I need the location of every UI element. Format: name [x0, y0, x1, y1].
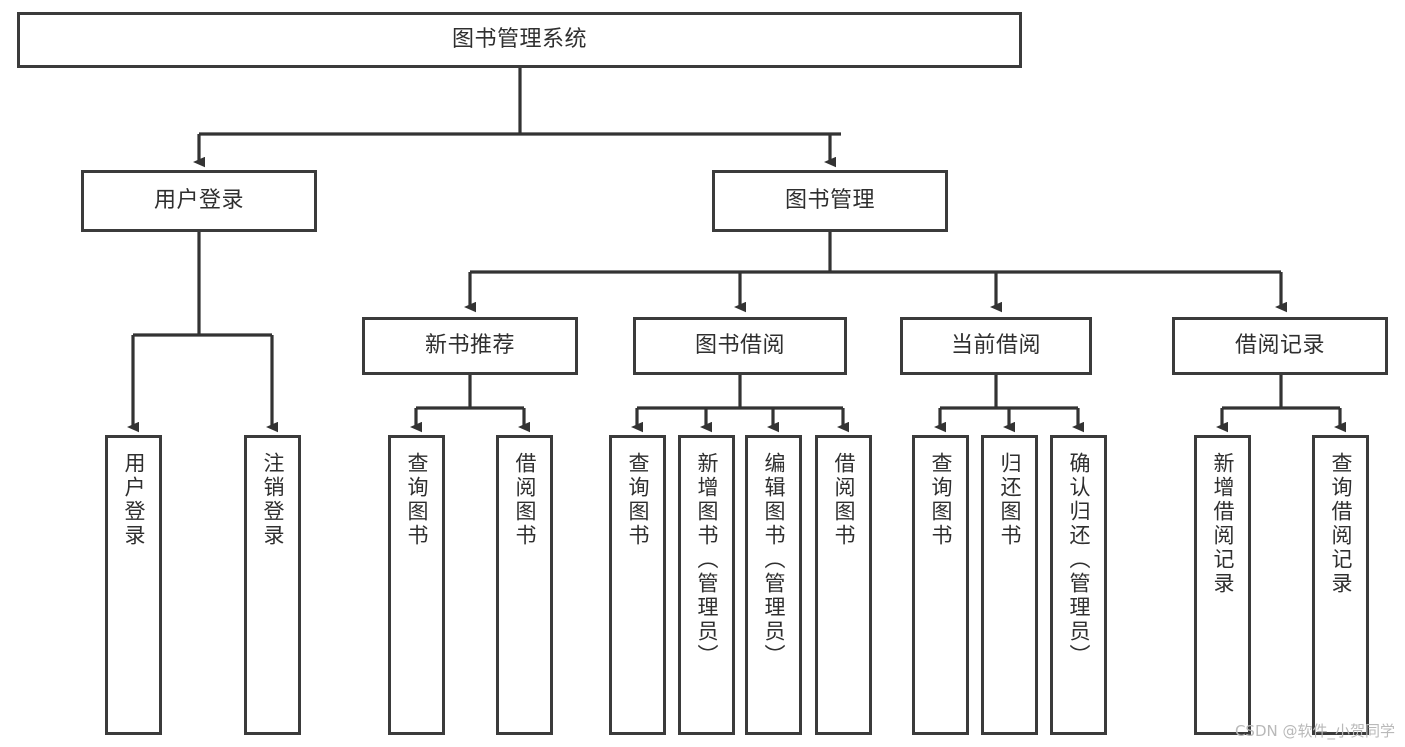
- leaf-confirm-return-label: 确认归还（管理员）: [1067, 452, 1091, 668]
- leaf-return-book[interactable]: 归还图书: [981, 435, 1038, 735]
- node-user-login-label: 用户登录: [153, 188, 244, 214]
- leaf-query-book-1[interactable]: 查询图书: [388, 435, 445, 735]
- leaf-user-login-label: 用户登录: [122, 452, 146, 548]
- node-book-management-label: 图书管理: [784, 188, 875, 214]
- leaf-query-book-1-label: 查询图书: [405, 452, 429, 548]
- leaf-edit-book[interactable]: 编辑图书（管理员）: [745, 435, 802, 735]
- leaf-query-book-3[interactable]: 查询图书: [912, 435, 969, 735]
- leaf-borrow-book-2[interactable]: 借阅图书: [815, 435, 872, 735]
- node-book-borrow[interactable]: 图书借阅: [633, 317, 847, 375]
- node-root[interactable]: 图书管理系统: [17, 12, 1022, 68]
- node-root-label: 图书管理系统: [451, 27, 587, 53]
- node-user-login[interactable]: 用户登录: [81, 170, 317, 232]
- node-book-borrow-label: 图书借阅: [694, 333, 785, 359]
- leaf-add-record-label: 新增借阅记录: [1211, 452, 1235, 596]
- leaf-query-book-3-label: 查询图书: [929, 452, 953, 548]
- leaf-add-record[interactable]: 新增借阅记录: [1194, 435, 1251, 735]
- leaf-query-book-2-label: 查询图书: [626, 452, 650, 548]
- leaf-query-record-label: 查询借阅记录: [1329, 452, 1353, 596]
- leaf-borrow-book-2-label: 借阅图书: [832, 452, 856, 548]
- leaf-borrow-book-1[interactable]: 借阅图书: [496, 435, 553, 735]
- leaf-query-record[interactable]: 查询借阅记录: [1312, 435, 1369, 735]
- leaf-query-book-2[interactable]: 查询图书: [609, 435, 666, 735]
- leaf-logout-login[interactable]: 注销登录: [244, 435, 301, 735]
- csdn-watermark: CSDN @软件_小贺同学: [1234, 722, 1395, 740]
- leaf-user-login[interactable]: 用户登录: [105, 435, 162, 735]
- node-current-borrow-label: 当前借阅: [950, 333, 1041, 359]
- node-borrow-record-label: 借阅记录: [1234, 333, 1325, 359]
- leaf-logout-login-label: 注销登录: [261, 452, 285, 548]
- node-new-book-recommend-label: 新书推荐: [424, 333, 515, 359]
- leaf-edit-book-label: 编辑图书（管理员）: [762, 452, 786, 668]
- node-current-borrow[interactable]: 当前借阅: [900, 317, 1092, 375]
- leaf-confirm-return[interactable]: 确认归还（管理员）: [1050, 435, 1107, 735]
- node-new-book-recommend[interactable]: 新书推荐: [362, 317, 578, 375]
- leaf-add-book[interactable]: 新增图书（管理员）: [678, 435, 735, 735]
- node-book-management[interactable]: 图书管理: [712, 170, 948, 232]
- leaf-add-book-label: 新增图书（管理员）: [695, 452, 719, 668]
- leaf-borrow-book-1-label: 借阅图书: [513, 452, 537, 548]
- leaf-return-book-label: 归还图书: [998, 452, 1022, 548]
- node-borrow-record[interactable]: 借阅记录: [1172, 317, 1388, 375]
